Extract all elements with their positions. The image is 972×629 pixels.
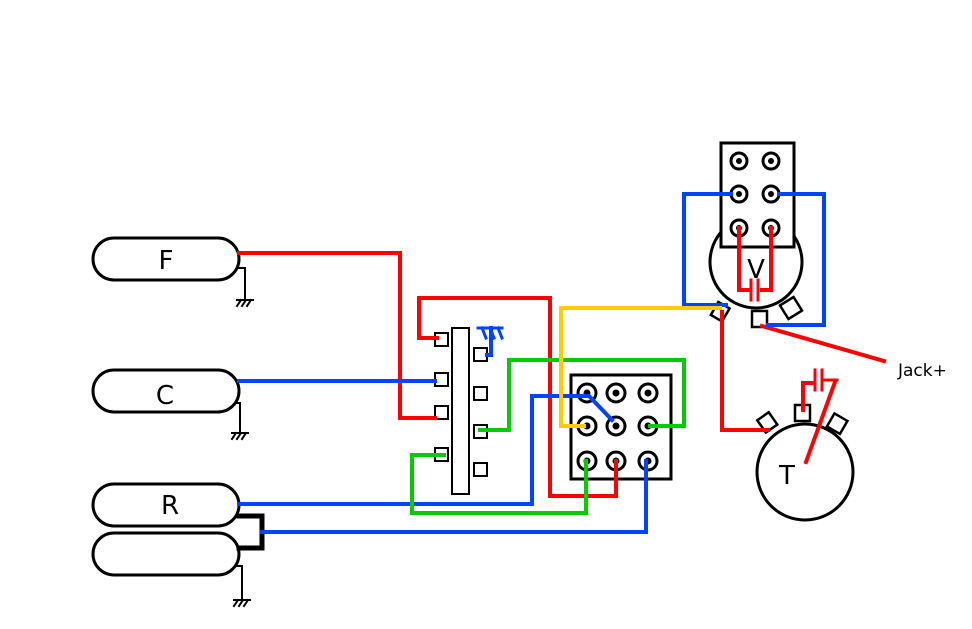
ground-icon bbox=[476, 326, 504, 340]
red-wire-tone-cap bbox=[803, 379, 838, 465]
pickup-front-label: F bbox=[159, 246, 174, 276]
yellow-wire-module-volume bbox=[559, 306, 722, 428]
blue-wire-dpdt-right bbox=[766, 192, 826, 327]
green-wire-switch-low bbox=[410, 453, 588, 515]
red-wire-volume-tone bbox=[720, 310, 770, 432]
blue-wire-switch-ground bbox=[485, 326, 493, 357]
ground-icon bbox=[230, 402, 249, 441]
pickup-rear-top: R bbox=[91, 482, 241, 528]
jack-label: Jack+ bbox=[897, 361, 947, 381]
blue-wire-rear-coil bbox=[260, 459, 648, 534]
green-wire-switch-module bbox=[478, 358, 686, 432]
ground-icon bbox=[235, 267, 254, 308]
red-wire-tone-lug bbox=[801, 381, 816, 412]
pickup-center: C bbox=[91, 368, 241, 414]
pickup-center-label: C bbox=[156, 381, 174, 411]
tone-label: T bbox=[778, 461, 795, 491]
blue-wire-rear-pickup bbox=[237, 394, 615, 506]
pickup-front: F bbox=[91, 236, 241, 282]
black-wire-rear-coils bbox=[236, 513, 265, 551]
tone-pot: T bbox=[755, 403, 855, 522]
red-wire-switch-common bbox=[417, 296, 618, 498]
pickup-rear-bottom bbox=[91, 531, 241, 577]
red-wire-jack bbox=[759, 323, 887, 364]
pickup-rear-label: R bbox=[161, 491, 179, 521]
capacitor-icon bbox=[749, 278, 760, 302]
red-wire-dpdt-right bbox=[760, 226, 773, 292]
red-wire-front-pickup bbox=[237, 251, 437, 420]
capacitor-icon bbox=[813, 368, 839, 392]
red-wire-dpdt-left bbox=[737, 226, 752, 292]
blue-wire-dpdt-left bbox=[682, 192, 733, 307]
volume-label: V bbox=[747, 255, 765, 285]
blade-switch bbox=[434, 327, 488, 495]
ground-icon bbox=[232, 565, 251, 608]
